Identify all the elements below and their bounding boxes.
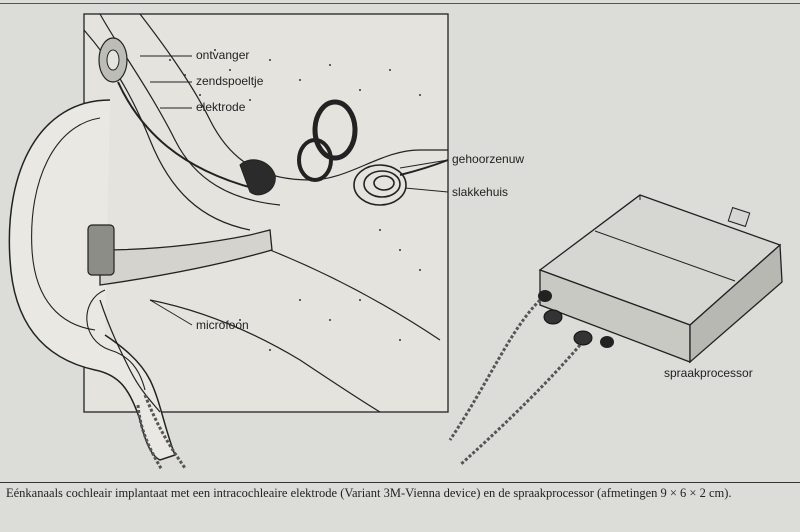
label-elektrode: elektrode [196, 100, 246, 114]
ear-canal [99, 229, 273, 286]
label-spraakprocessor: spraakprocessor [664, 366, 753, 380]
ear-helix-inner [31, 117, 101, 331]
label-zendspoeltje: zendspoeltje [196, 74, 264, 88]
label-microfoon: microfoon [196, 318, 249, 332]
outer-ear [8, 99, 176, 461]
device-knob-2 [573, 330, 593, 346]
bottom-rule [0, 482, 800, 483]
speech-processor-device [538, 194, 783, 364]
receiver-coil-center [106, 49, 120, 71]
label-gehoorzenuw: gehoorzenuw [452, 152, 525, 166]
ossicles [239, 159, 276, 196]
electrode-lead [117, 81, 261, 191]
device-clip [727, 206, 751, 228]
label-slakkehuis: slakkehuis [452, 185, 509, 199]
top-rule [0, 3, 800, 4]
semicircular-canal-2 [297, 138, 333, 182]
semicircular-canal-1 [312, 99, 358, 161]
cord-right-1 [448, 298, 542, 441]
lower-bone-contour [149, 299, 381, 413]
eustachian-tube [269, 249, 441, 341]
device-jack-2 [600, 336, 614, 348]
device-jack-1 [538, 290, 552, 302]
leader-lines [140, 55, 449, 326]
figure-caption: Eénkanaals cochleair implantaat met een … [6, 486, 732, 500]
mastoid-contour [99, 299, 161, 413]
cord-left-2 [136, 404, 164, 471]
device-top-split [594, 230, 736, 282]
cross-section-box [83, 13, 449, 413]
cord-left-1 [143, 394, 187, 469]
cochlea-spiral [353, 164, 407, 206]
label-ontvanger: ontvanger [196, 48, 250, 62]
ear-lobe-line [86, 289, 146, 391]
auditory-nerve [399, 159, 449, 176]
cord-right-2 [458, 344, 582, 467]
device-side [689, 243, 783, 364]
bone-stipple [169, 49, 421, 351]
microphone-device [87, 224, 115, 276]
device-knob-1 [543, 309, 563, 325]
